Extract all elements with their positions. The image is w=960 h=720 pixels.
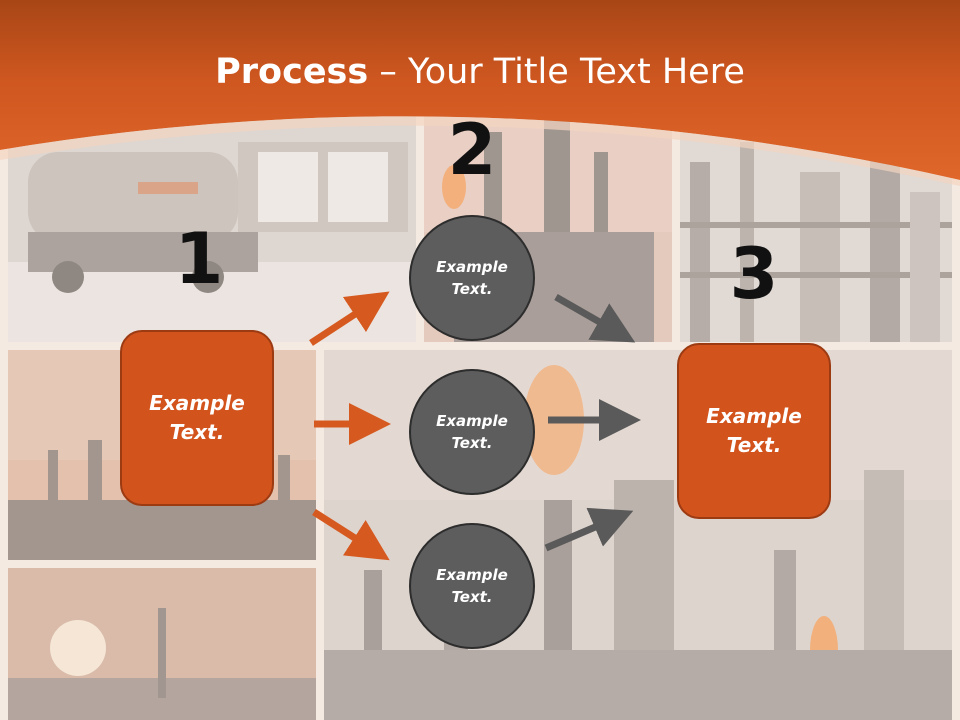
step-box-1-label: Example Text. (149, 391, 245, 444)
title-rest: – Your Title Text Here (368, 52, 745, 92)
photo-refinery-towers (324, 350, 952, 720)
page-title: Process – Your Title Text Here (0, 52, 960, 92)
node-circle-bottom: Example Text. (409, 523, 535, 649)
step-box-3: Example Text. (677, 343, 831, 519)
node-circle-bottom-label: Example Text. (436, 565, 508, 607)
node-circle-middle-label: Example Text. (436, 411, 508, 453)
step-number-2: 2 (447, 109, 497, 191)
header-banner (0, 0, 960, 186)
node-circle-top-label: Example Text. (436, 257, 508, 299)
step-box-3-label: Example Text. (706, 404, 802, 457)
step-box-1: Example Text. (120, 330, 274, 506)
node-circle-top: Example Text. (409, 215, 535, 341)
step-number-1: 1 (174, 218, 224, 300)
title-bold: Process (215, 52, 369, 92)
node-circle-middle: Example Text. (409, 369, 535, 495)
photo-sunset-sea (8, 568, 316, 720)
step-number-3: 3 (729, 233, 779, 315)
